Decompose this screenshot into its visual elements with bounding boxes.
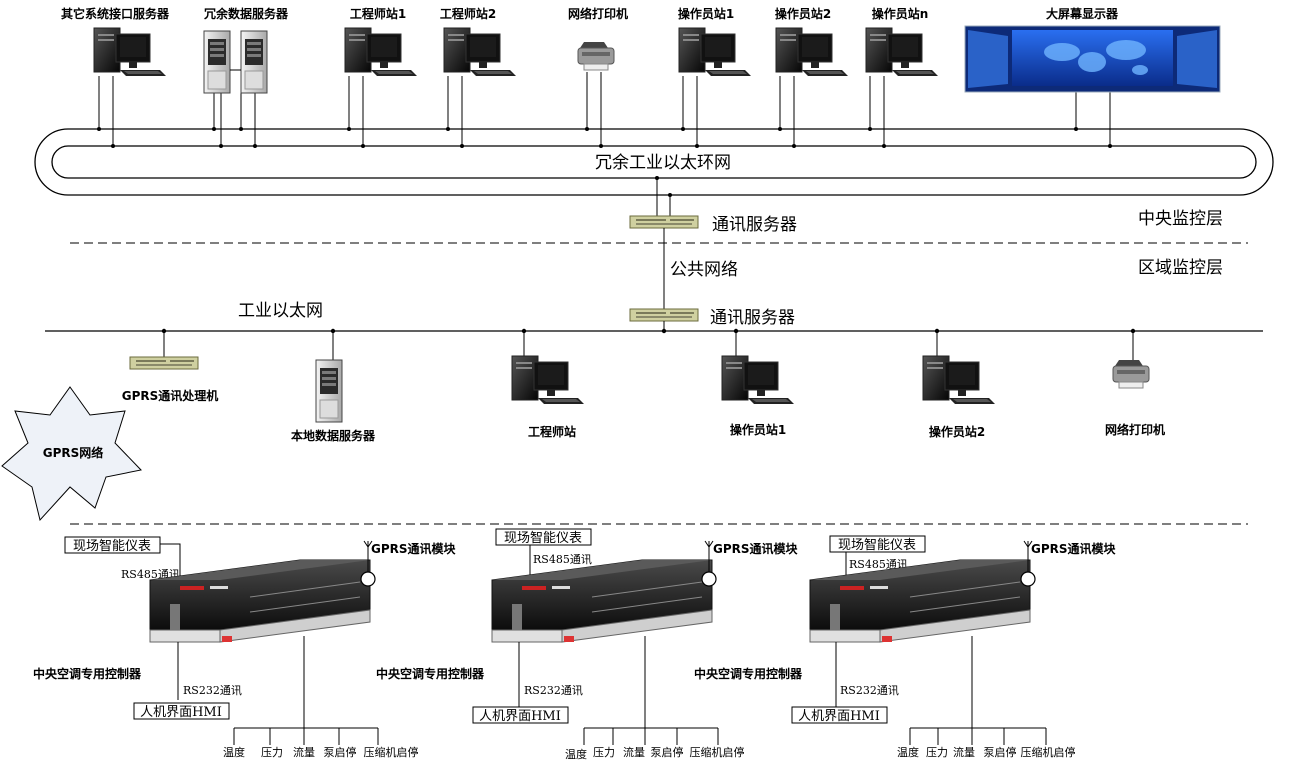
engineer-station-1-label: 工程师站1 <box>350 6 406 21</box>
hmi-label: 人机界面HMI <box>798 709 880 724</box>
gprs-module-label: GPRS通讯模块 <box>713 541 799 556</box>
gprs-processor-label: GPRS通讯处理机 <box>122 388 219 403</box>
central-layer-label: 中央监控层 <box>1138 209 1223 229</box>
ring-label: 冗余工业以太环网 <box>595 153 731 173</box>
field-meter-box <box>64 536 161 554</box>
hmi-box <box>133 702 230 720</box>
printer-icon <box>1112 359 1150 389</box>
signal-label: 压缩机启停 <box>364 745 419 759</box>
signal-label: 泵启停 <box>324 745 357 759</box>
pc-icon <box>344 27 418 77</box>
field-meter-box <box>495 528 592 546</box>
pc-icon <box>865 27 939 77</box>
comm-server-top-label: 通讯服务器 <box>712 215 797 235</box>
bus-junction-dots <box>161 328 1136 334</box>
hmi-box <box>791 706 888 724</box>
local-data-server-label: 本地数据服务器 <box>291 428 376 443</box>
operator-station-1-mid-label: 操作员站1 <box>730 422 786 437</box>
rs232-label: RS232通讯 <box>840 684 899 697</box>
signal-label: 温度 <box>897 745 919 759</box>
gprs-processor-icon <box>129 356 199 370</box>
engineer-station-label: 工程师站 <box>528 424 576 439</box>
gprs-network-star <box>1 386 142 522</box>
hmi-label: 人机界面HMI <box>479 709 561 724</box>
rs232-label: RS232通讯 <box>524 684 583 697</box>
pc-icon <box>775 27 849 77</box>
redundant-data-server-label: 冗余数据服务器 <box>204 6 289 21</box>
regional-layer-label: 区域监控层 <box>1138 258 1223 278</box>
large-screen-label: 大屏幕显示器 <box>1046 6 1119 21</box>
plc-controller-icon <box>149 559 371 643</box>
field-meter-label: 现场智能仪表 <box>504 531 582 546</box>
plc-controller-icon <box>809 559 1031 643</box>
comm-server-icon <box>629 215 699 229</box>
signal-label: 流量 <box>293 745 315 759</box>
field-meter-box <box>829 535 926 553</box>
field-unit-3: 现场智能仪表 RS485通讯 GPRS通讯模块 中央空调专用控制器 RS232通… <box>694 535 1117 759</box>
bus-drop-lines <box>163 321 1134 360</box>
controller-label: 中央空调专用控制器 <box>694 666 803 681</box>
signal-label: 压缩机启停 <box>1021 745 1076 759</box>
signal-label: 压力 <box>261 746 283 759</box>
comm-server-mid-label: 通讯服务器 <box>710 308 795 328</box>
field-unit-2: 现场智能仪表 RS485通讯 GPRS通讯模块 中央空调专用控制器 RS232通… <box>376 528 799 761</box>
rs485-label: RS485通讯 <box>849 558 908 571</box>
operator-station-2-label: 操作员站2 <box>775 6 831 21</box>
ring-drop-lines <box>98 72 1111 216</box>
ring-junction-dots <box>97 127 1112 197</box>
server-icon <box>240 30 268 94</box>
signal-label: 流量 <box>953 745 975 759</box>
central-monitoring-section: 冗余工业以太环网 <box>34 6 1274 235</box>
large-screen-icon <box>964 25 1221 93</box>
signal-label: 泵启停 <box>984 745 1017 759</box>
rs485-label: RS485通讯 <box>533 553 592 566</box>
plc-controller-icon <box>491 559 713 643</box>
rs232-label: RS232通讯 <box>183 684 242 697</box>
other-interface-server-label: 其它系统接口服务器 <box>61 6 170 21</box>
public-network-label: 公共网络 <box>670 260 738 280</box>
signal-label: 压缩机启停 <box>690 745 745 759</box>
server-icon <box>315 359 343 423</box>
hmi-label: 人机界面HMI <box>140 705 222 720</box>
regional-monitoring-section: 公共网络 区域监控层 通讯服务器 工业以太网 GPRS通讯处理机 <box>1 228 1263 522</box>
comm-server-icon <box>629 308 699 322</box>
field-unit-1: 现场智能仪表 RS485通讯 GPRS通讯模块 中央空调专用控制器 RS232通… <box>33 536 457 759</box>
network-printer-label: 网络打印机 <box>568 6 628 21</box>
operator-station-n-label: 操作员站n <box>872 6 929 21</box>
signal-label: 温度 <box>223 745 245 759</box>
controller-label: 中央空调专用控制器 <box>376 666 485 681</box>
server-icon <box>203 30 231 94</box>
industrial-ethernet-label: 工业以太网 <box>238 301 323 321</box>
field-meter-label: 现场智能仪表 <box>73 539 151 554</box>
redundant-ring-inner <box>51 145 1257 179</box>
signal-label: 压力 <box>926 746 948 759</box>
hmi-box <box>472 706 569 724</box>
network-printer-mid-label: 网络打印机 <box>1105 422 1165 437</box>
pc-icon <box>922 355 996 405</box>
gprs-network-label: GPRS网络 <box>43 445 104 460</box>
pc-icon <box>93 27 167 77</box>
gprs-module-label: GPRS通讯模块 <box>371 541 457 556</box>
redundant-ring-outer <box>34 128 1274 196</box>
signal-label: 流量 <box>623 745 645 759</box>
controller-label: 中央空调专用控制器 <box>33 666 142 681</box>
pc-icon <box>443 27 517 77</box>
field-units-section: 现场智能仪表 RS485通讯 GPRS通讯模块 中央空调专用控制器 RS232通… <box>33 528 1117 761</box>
pc-icon <box>511 355 585 405</box>
pc-icon <box>721 355 795 405</box>
pc-icon <box>678 27 752 77</box>
engineer-station-2-label: 工程师站2 <box>440 6 496 21</box>
field-meter-label: 现场智能仪表 <box>838 538 916 553</box>
signal-label: 泵启停 <box>651 745 684 759</box>
printer-icon <box>577 41 615 71</box>
signal-label: 压力 <box>593 746 615 759</box>
gprs-module-label: GPRS通讯模块 <box>1031 541 1117 556</box>
operator-station-1-label: 操作员站1 <box>678 6 734 21</box>
signal-label: 温度 <box>565 747 587 761</box>
operator-station-2-mid-label: 操作员站2 <box>929 424 985 439</box>
